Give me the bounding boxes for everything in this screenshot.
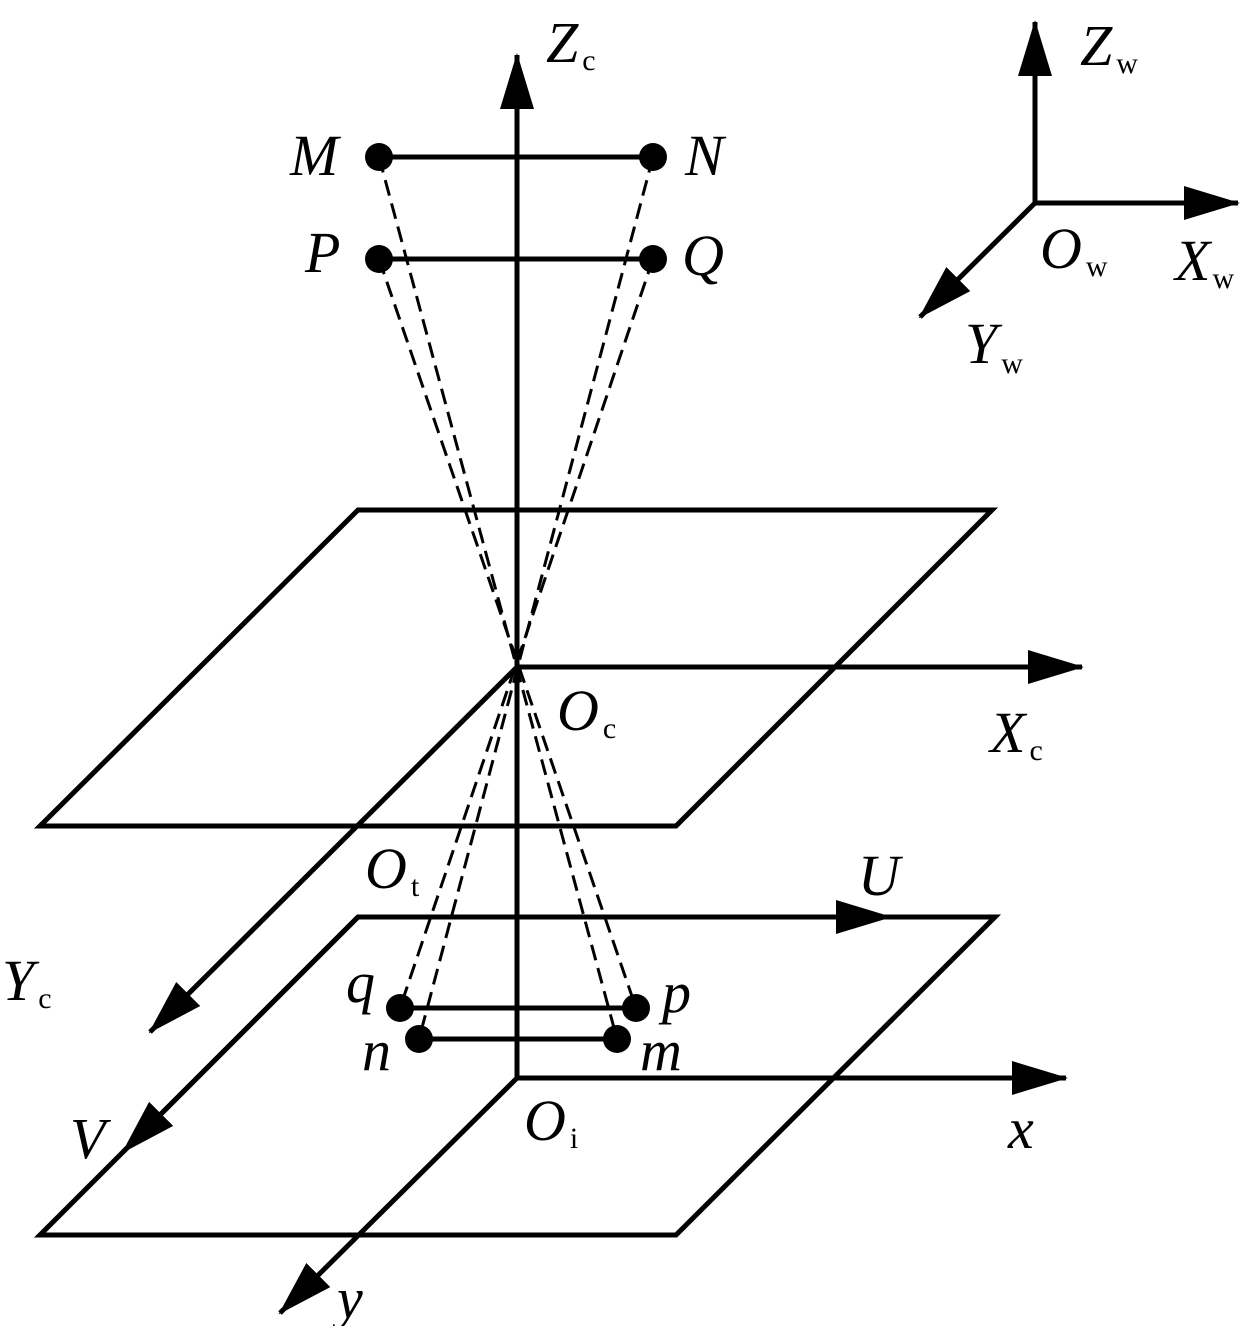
point-m-upper <box>365 143 393 171</box>
label-xw: Xw <box>1173 228 1234 295</box>
point-p-upper <box>365 245 393 273</box>
label-v: V <box>70 1106 112 1171</box>
point-q-upper <box>639 245 667 273</box>
label-point-n: n <box>362 1018 391 1083</box>
label-point-Q: Q <box>682 223 724 288</box>
point-p-lower <box>622 994 650 1022</box>
ray-q <box>398 258 655 1009</box>
label-point-q: q <box>346 950 375 1015</box>
label-image-y: y <box>332 1266 363 1326</box>
yw-axis <box>918 201 1037 319</box>
point-n-lower <box>405 1025 433 1053</box>
label-point-N: N <box>684 123 727 188</box>
ray-n <box>417 156 655 1040</box>
camera-plane <box>33 507 999 829</box>
label-point-p: p <box>658 960 691 1025</box>
label-point-M: M <box>289 123 341 188</box>
label-point-m: m <box>640 1018 682 1083</box>
point-q-lower <box>386 994 414 1022</box>
ray-p <box>377 258 638 1009</box>
v-axis <box>121 915 360 1154</box>
image-y-axis <box>278 1076 519 1315</box>
point-m-lower <box>603 1025 631 1053</box>
yc-axis <box>148 665 519 1034</box>
ray-m <box>377 156 619 1040</box>
label-image-x: x <box>1007 1096 1034 1161</box>
label-u: U <box>858 843 904 908</box>
point-n-upper <box>639 143 667 171</box>
label-point-P: P <box>304 220 340 285</box>
